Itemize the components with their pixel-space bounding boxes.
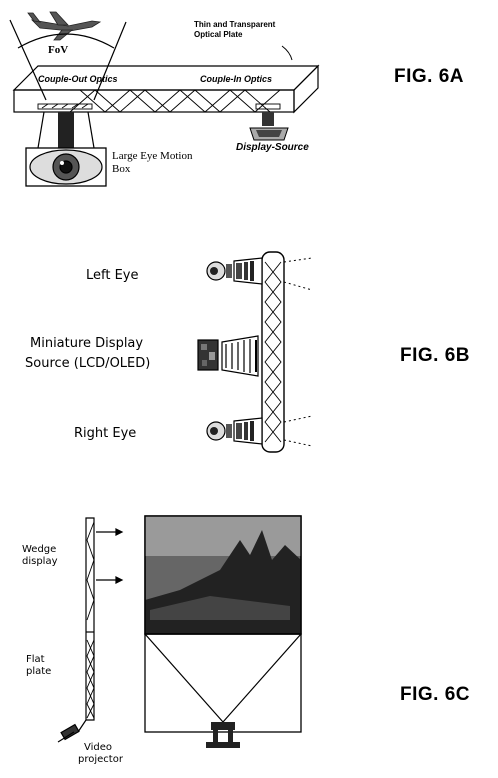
flat-plate-label-line2: plate: [26, 666, 52, 677]
display-source-label: Display-Source: [236, 142, 309, 153]
flat-plate-label-line1: Flat: [26, 654, 45, 665]
wedge-and-flat-plate: [57, 517, 124, 743]
fig-6a-label: FIG. 6A: [394, 66, 465, 87]
wedge-label-line1: Wedge: [22, 544, 57, 555]
video-projector-label-line1: Video: [84, 742, 113, 753]
couple-out-label: Couple-Out Optics: [38, 74, 118, 84]
airplane-icon: [27, 11, 102, 41]
display-source-label-line2: Source (LCD/OLED): [25, 356, 151, 371]
fov-ray-right: [93, 21, 127, 101]
fov-label: FoV: [48, 44, 69, 56]
left-eye-label: Left Eye: [86, 268, 139, 283]
fig-6b-diagram: [197, 251, 313, 453]
wedge-label-line2: display: [22, 556, 58, 567]
display-source-assembly: [197, 335, 259, 377]
fig-6a-diagram: [9, 11, 320, 187]
plate-label-line2: Optical Plate: [194, 30, 243, 39]
eye-box-label-line2: Box: [112, 163, 131, 175]
left-eye-assembly: [206, 257, 313, 291]
fig-6b-label: FIG. 6B: [400, 345, 471, 366]
display-source-label-line1: Miniature Display: [30, 336, 144, 351]
optical-plate: [12, 64, 320, 114]
waveguide-plate: [261, 251, 285, 453]
fig-6c-diagram: [57, 515, 302, 748]
fig-6c-label: FIG. 6C: [400, 684, 471, 705]
plate-label-line1: Thin and Transparent: [194, 20, 276, 29]
couple-in-label: Couple-In Optics: [200, 74, 272, 84]
video-projector-label-line2: projector: [78, 754, 123, 765]
eye-icon: [29, 149, 103, 185]
fov-ray-left: [9, 19, 47, 101]
eye-box-label-line1: Large Eye Motion: [112, 150, 193, 162]
right-eye-label: Right Eye: [74, 426, 137, 441]
right-eye-assembly: [206, 415, 313, 447]
eye-motion-box: [25, 147, 107, 187]
fov-arc: [17, 33, 115, 49]
projected-screen: [144, 515, 302, 748]
